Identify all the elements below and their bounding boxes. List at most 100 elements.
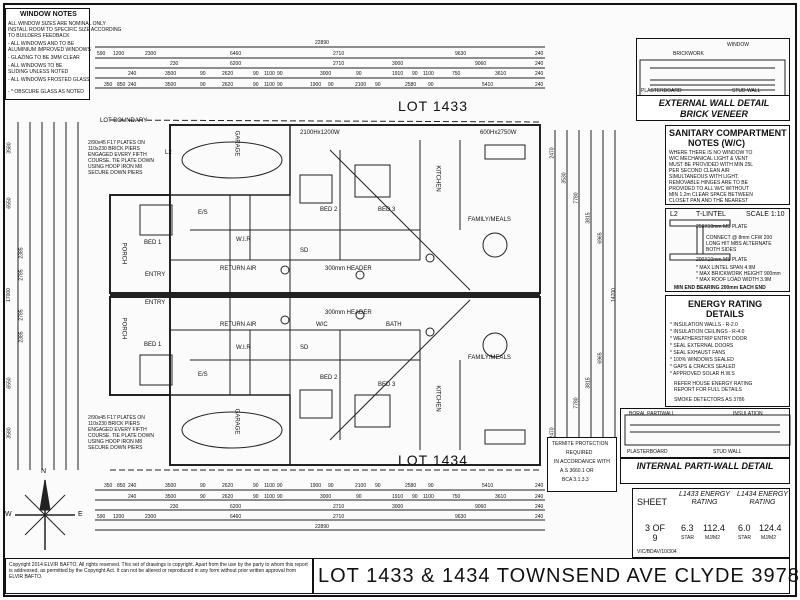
dim: 2385 [18,247,25,259]
dim: 5410 [482,82,494,88]
energy-item: * INSULATION CEILINGS - R-4.0 [670,329,745,335]
dim: 2300 [145,514,157,520]
room-wc-bottom: W/C [316,322,328,328]
dim: 90 [200,494,206,500]
rating-ref: VIC/BDAV/10/304 [637,549,677,555]
termite-line: BCA 3.1.3.3 [562,477,589,483]
dim: 90 [277,494,283,500]
dim: 90 [277,82,283,88]
window-note-line: SLIDING UNLESS NOTED [8,69,69,75]
dim: 1200 [113,514,125,520]
room-bed2-bottom: BED 2 [320,375,338,381]
dim: 6965 [597,352,604,364]
energy-item: * SEAL EXTERNAL DOORS [670,343,734,349]
room-family-top: FAMILY/MEALS [468,217,511,223]
termite-line: IN ACCORDANCE WITH [554,459,610,465]
dim: 590 [97,51,106,57]
dim: 1900 [310,483,322,489]
dim: 3500 [165,494,177,500]
sanitary-line: WHERE THERE IS NO WINDOW TO [669,150,753,156]
window-label: 600Hx2750W [480,130,517,136]
sheet-label: SHEET [637,497,668,507]
sanitary-line: W/C MECHANICAL LIGHT & VENT [669,156,749,162]
window-note-line: TO BUILDERS FEEDBACK [8,33,70,39]
dim: 2710 [333,51,345,57]
dim: 90 [328,82,334,88]
energy-title2: DETAILS [706,309,744,319]
dim: 1100 [423,494,434,500]
sanitary-notes-box: SANITARY COMPARTMENT NOTES (W/C) WHERE T… [665,125,790,205]
room-bed1-bottom: BED 1 [144,342,162,348]
termite-box: TERMITE PROTECTION REQUIRED IN ACCORDANC… [547,437,617,492]
window-note-line: ALUMINIUM IMPROVED WINDOWS [8,47,91,53]
window-note-line: - GLAZING TO BE 3MM CLEAR [8,55,80,61]
dim: 230 [170,61,179,67]
room-bath-bottom: BATH [386,322,402,328]
sanitary-line: REMOVABLE HINGES ARE TO BE [669,180,748,186]
energy-smoke: SMOKE DETECTORS AS 3786 [674,397,745,403]
dim: 3000 [392,504,404,510]
dim: 350 [104,483,113,489]
dim: 90 [412,71,418,77]
dim: 3815 [585,212,592,224]
dim: 240 [535,483,544,489]
window-note-line: INSTALL ROOM TO SPECIFIC SIZE ACCORDING [8,27,122,33]
dim: 90 [200,71,206,77]
ext-wall-title2: BRICK VENEER [679,109,748,119]
dim-overall-bottom: 22890 [315,524,329,530]
dim: 750 [452,494,461,500]
dim-overall-top: 22890 [315,40,329,46]
dim: 90 [328,483,334,489]
dim: 2620 [222,483,234,489]
room-kitchen-top: KITCHEN [434,165,441,192]
window-note-line: - ALL WINDOWS TO BE [8,63,63,69]
lot-1434-label: LOT 1434 [398,452,469,468]
l1433-mj-unit: MJ/M2 [705,535,720,541]
l1433-star: 6.3 [681,523,694,533]
dim: 1100 [264,494,275,500]
label-stud-wall: STUD WALL [732,88,761,94]
label-brickwork: BRICKWORK [673,51,704,57]
sanitary-line: MUST BE PROVIDED WITH MIN 25L [669,162,754,168]
l1434-mj-unit: MJ/M2 [761,535,776,541]
rating-table: SHEET 3 OF 9 L1433 ENERGY RATING L1434 E… [632,488,790,558]
room-wir-top: W.I.R [236,237,251,243]
room-es-bottom: E/S [198,372,208,378]
room-bed3-bottom: BED 3 [378,382,396,388]
dim: 1100 [264,82,275,88]
lintel-note: 200X10mm MS PLATE [696,257,748,263]
dim: 2620 [222,71,234,77]
lintel-note: * MAX ROOF LOAD WIDTH 3.9M [696,277,772,283]
sheet-value: 3 OF 9 [644,523,665,543]
dim: 6460 [230,51,242,57]
dim: 1900 [310,82,322,88]
pier-note-bottom: 2/90x45 F17 PLATES ON 110x230 BRICK PIER… [88,415,154,451]
dim: 1910 [392,494,404,500]
room-garage-bottom: GARAGE [233,408,240,435]
sheet-border [3,3,797,597]
dim: 590 [97,514,106,520]
dim: 9060 [475,61,487,67]
dim: 2300 [145,51,157,57]
sanitary-line: SIMULTANEOUS WITH LIGHT. [669,174,739,180]
lot-1433-label: LOT 1433 [398,98,469,114]
dim: 90 [428,483,434,489]
dim: 3000 [392,61,404,67]
dim: 2470 [549,147,556,159]
l1433-head: L1433 ENERGY RATING [679,491,730,506]
title-box: LOT 1433 & 1434 TOWNSEND AVE CLYDE 3978 [313,558,799,594]
dim: 230 [170,504,179,510]
label-boral: BORAL PARTIWALL [629,411,675,417]
l1433-star-unit: STAR [681,535,694,541]
dim: 90 [375,82,381,88]
dim: 90 [356,494,362,500]
compass-north: N [41,468,47,475]
window-note-line: - * OBSCURE GLASS AS NOTED [8,89,84,95]
dim: 3610 [495,71,507,77]
boundary-label: LOT BOUNDARY [100,118,148,124]
lintel-note: 250X10mm MS PLATE [696,224,748,230]
dim: 1100 [264,483,275,489]
dim: 3580 [6,427,13,439]
room-porch-top: PORCH [120,242,127,265]
